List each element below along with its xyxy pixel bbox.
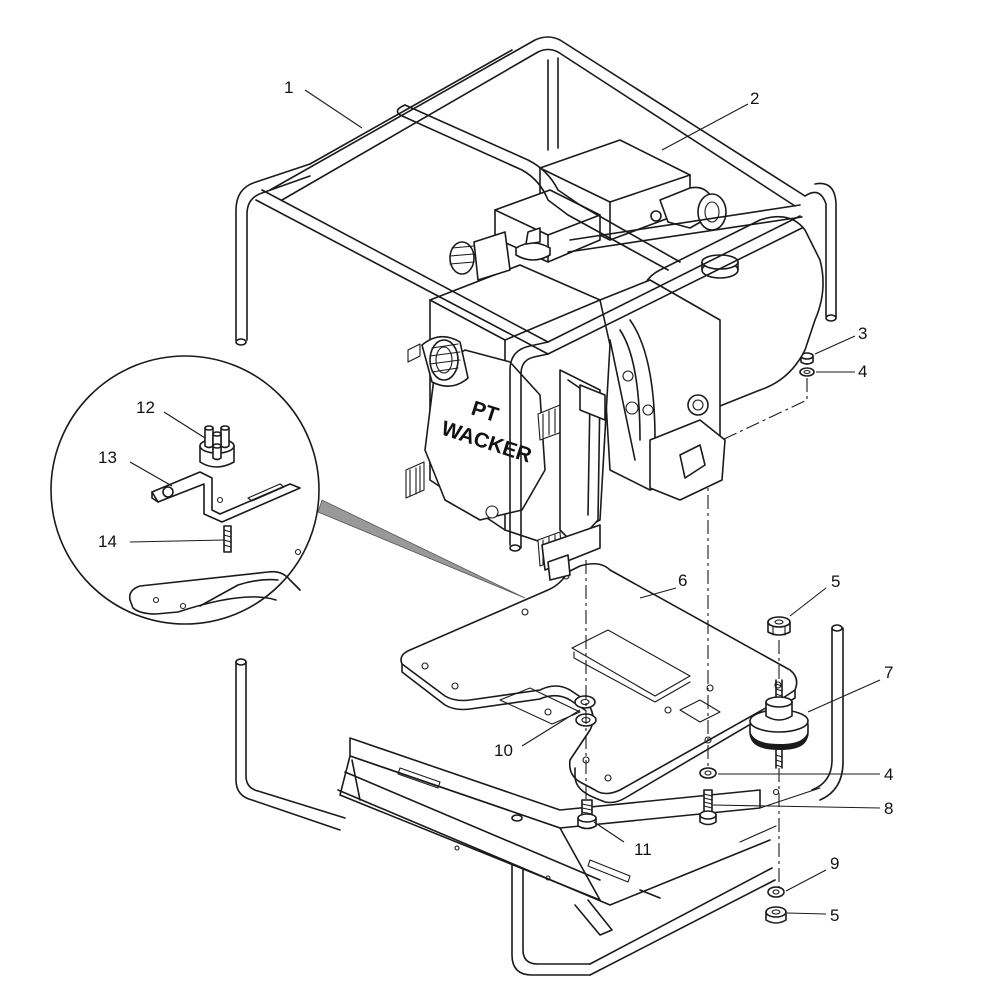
detail-inset [50,355,320,625]
callout-9-washer: 9 [830,854,839,873]
callout-10-washers: 10 [494,741,513,760]
callout-8-bolt: 8 [884,799,893,818]
callout-7-shock-mount: 7 [884,663,893,682]
nut-washer-upper [799,352,815,377]
lower-frame-tubes [235,627,844,976]
callout-1-frame: 1 [284,78,293,97]
callout-14-stud: 14 [98,532,117,551]
callout-5-nut-top: 5 [831,572,840,591]
callout-6-base-plate: 6 [678,571,687,590]
pump-engine-assembly: PT WACKER [405,139,824,581]
callout-12-terminal: 12 [136,398,155,417]
assembly-center-lines [585,378,808,888]
callout-13-bracket: 13 [98,448,117,467]
nut-top [767,616,791,636]
bolt-11 [577,799,597,830]
washer-nut-lower [765,886,787,924]
roll-frame [235,36,843,822]
detail-pointer [317,499,526,599]
leader-lines [129,89,881,915]
callout-11-bolt: 11 [634,840,652,859]
callout-3-nut: 3 [858,324,867,343]
skid-chassis [337,737,821,936]
callout-2-engine: 2 [750,89,759,108]
shock-mount [749,679,809,769]
callout-5-nut-lower: 5 [830,906,839,925]
callout-4-washer-lower: 4 [884,765,893,784]
base-plate [400,562,798,804]
callout-4-washer-upper: 4 [858,362,867,381]
callout-labels: 1 2 3 4 5 6 7 4 8 9 5 10 11 12 13 14 [98,78,893,925]
bolt-8 [699,767,717,826]
